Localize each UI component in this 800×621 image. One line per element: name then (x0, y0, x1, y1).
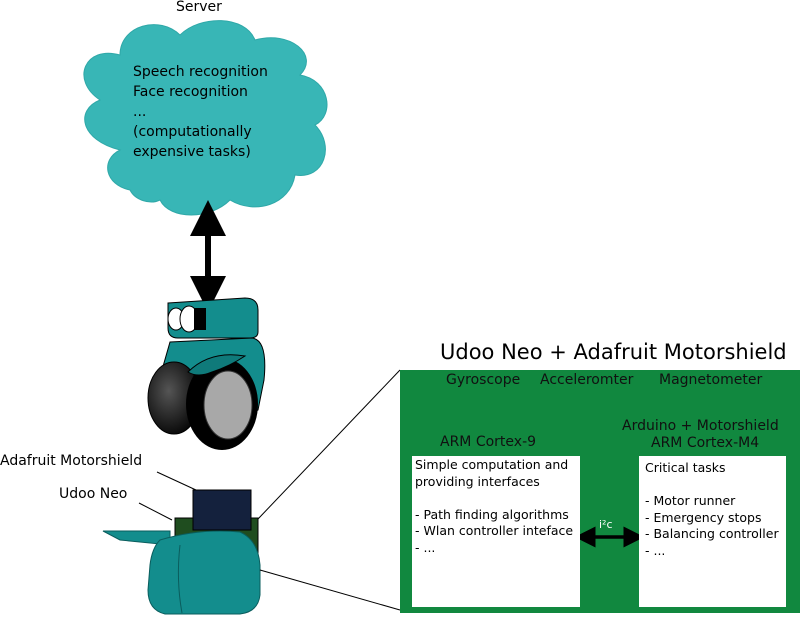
server-task-line: Speech recognition (133, 64, 268, 80)
server-task-list: Speech recognition Face recognition ... … (133, 62, 268, 162)
left-cpu-line: - Wlan controller inteface (415, 523, 574, 538)
motorshield-label: Adafruit Motorshield (0, 453, 143, 469)
left-cpu-line: - ... (415, 539, 436, 555)
server-task-line: expensive tasks) (133, 144, 251, 160)
right-cpu-header-line2: ARM Cortex-M4 (651, 435, 760, 451)
sensor-gyroscope: Gyroscope (446, 372, 521, 388)
left-cpu-line: - Path finding algorithms (415, 506, 569, 522)
robot-hubcap (203, 370, 253, 440)
server-title: Server (176, 0, 222, 15)
robot-base-illustration (102, 489, 261, 615)
udoo-neo-label: Udoo Neo (59, 486, 128, 502)
robot-base-body (147, 530, 261, 615)
board-title: Udoo Neo + Adafruit Motorshield (440, 340, 787, 364)
right-cpu-line: - Balancing controller (645, 526, 779, 541)
robot-illustration (147, 297, 266, 450)
sensor-accelerometer: Acceleromter (540, 372, 634, 388)
robot-fender (187, 354, 247, 376)
zoom-line-bottom (259, 569, 401, 611)
left-cpu-line (415, 490, 580, 507)
left-cpu-line: providing interfaces (415, 473, 540, 489)
adafruit-motorshield-board (192, 489, 252, 531)
zoom-line-top (257, 369, 401, 520)
right-cpu-header-line1: Arduino + Motorshield (622, 418, 779, 434)
right-cpu-line (645, 477, 786, 494)
motorshield-pointer-line (156, 471, 197, 491)
right-cpu-line: - Motor runner (645, 493, 736, 508)
sensor-magnetometer: Magnetometer (659, 372, 763, 388)
server-task-line: Face recognition (133, 84, 248, 100)
server-task-line: ... (133, 104, 147, 120)
left-cpu-line: Simple computation and (415, 457, 569, 472)
left-cpu-header: ARM Cortex-9 (440, 434, 537, 450)
server-cloud (83, 20, 328, 216)
right-cpu-task-box: Critical tasks - Motor runner - Emergenc… (639, 456, 786, 607)
i2c-label: i²c (599, 518, 613, 531)
right-cpu-line: Critical tasks (645, 460, 726, 475)
right-cpu-line: - Emergency stops (645, 509, 762, 525)
udoo-pointer-line (138, 502, 173, 521)
left-cpu-task-box: Simple computation and providing interfa… (412, 456, 580, 607)
server-task-line: (computationally (133, 124, 252, 140)
right-cpu-line: - ... (645, 542, 666, 558)
